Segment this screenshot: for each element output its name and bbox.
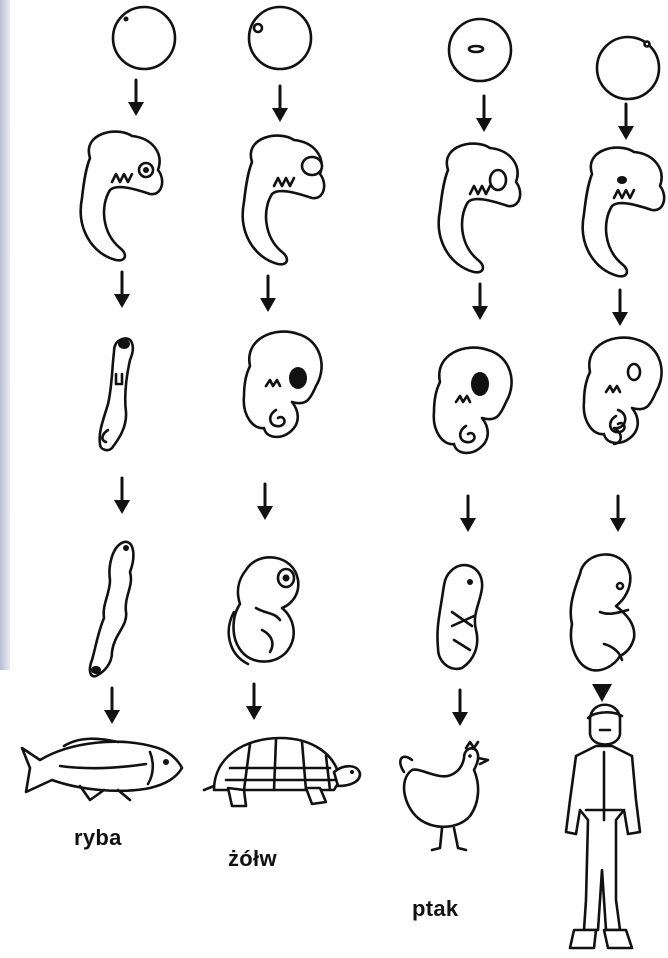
human-arrow-3 [610,496,626,532]
fish-arrow-1 [128,80,144,116]
fish-arrow-3 [114,478,130,514]
bird-arrow-3 [460,496,476,532]
turtle-mid-embryo [244,332,322,437]
fish-late-embryo [90,542,133,676]
fish-early-embryo [81,132,162,261]
turtle-arrow-4 [246,684,262,720]
bird-early-embryo [439,144,520,273]
fish-egg [113,7,175,69]
column-bird: ptak [400,19,520,921]
bird-adult-icon [400,742,488,850]
fish-label: ryba [74,825,122,850]
turtle-arrow-3 [257,484,273,520]
turtle-arrow-1 [272,86,288,122]
bird-arrow-1 [476,96,492,132]
turtle-arrow-2 [260,276,276,312]
turtle-early-embryo [243,136,324,265]
column-turtle: żółw [204,7,360,871]
human-arrow-4 [592,684,612,702]
bird-arrow-2 [472,284,488,320]
turtle-egg [249,7,311,69]
human-early-embryo [583,148,664,277]
fish-mid-embryo [100,338,133,450]
bird-mid-embryo [434,348,512,453]
column-fish: ryba [22,7,182,850]
human-arrow-2 [612,290,628,326]
turtle-label: żółw [228,846,277,871]
human-mid-embryo [584,338,662,444]
bird-late-embryo [437,565,482,669]
human-arrow-1 [618,104,634,140]
turtle-late-embryo [229,557,299,664]
column-human [566,37,664,948]
fish-arrow-4 [104,688,120,724]
bird-label: ptak [412,896,459,921]
turtle-adult-icon [204,738,360,806]
fish-arrow-2 [114,272,130,308]
fish-adult-icon [22,739,182,800]
human-adult-icon [566,705,640,948]
bird-arrow-4 [452,690,468,726]
human-late-embryo [571,554,635,670]
